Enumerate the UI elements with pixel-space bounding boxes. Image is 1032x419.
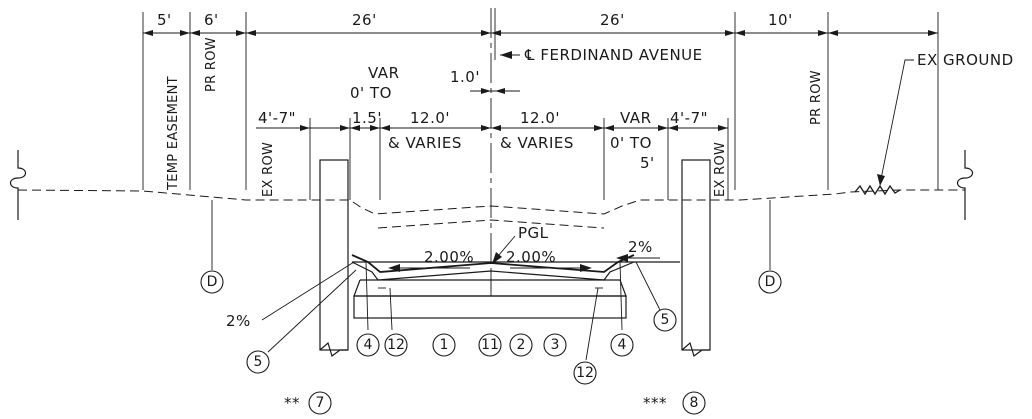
svg-text:5: 5 (254, 354, 263, 370)
dim-ticks (142, 12, 939, 190)
svg-text:3: 3 (551, 337, 560, 353)
var-left-label-1: VAR (368, 64, 400, 82)
wall-left (319, 159, 349, 351)
varies-right: & VARIES (500, 134, 574, 152)
dim-26ft-left: 26' (352, 11, 377, 29)
var-right-label-2: 5' (640, 154, 655, 172)
varies-left: & VARIES (388, 134, 462, 152)
bubble-7: 7 (308, 391, 332, 415)
dim-5ft: 5' (157, 11, 172, 29)
dim-10ft: 10' (768, 11, 793, 29)
ex-row-left-label: EX ROW (261, 142, 276, 197)
bubble-5-right: 5 (653, 308, 677, 332)
svg-text:D: D (765, 274, 776, 290)
top-dimension-string: 5' 6' 26' 26' 10' (142, 11, 939, 190)
dim-12ft-left: 12.0' (410, 109, 450, 127)
svg-text:4: 4 (618, 337, 627, 353)
bubble-5-left: 5 (246, 350, 270, 374)
dim-4ft7-right: 4'-7" (670, 109, 708, 127)
mid-dimension-string: 4'-7" 1.5' 12.0' 12.0' VAR 4'-7" (256, 109, 729, 200)
svg-text:4: 4 (364, 337, 373, 353)
svg-text:5: 5 (661, 312, 670, 328)
svg-text:8: 8 (690, 395, 699, 411)
offset-dimension: 1.0' (450, 68, 520, 94)
bubble-12-right: 12 (573, 361, 597, 385)
pr-row-right-label: PR ROW (809, 70, 824, 125)
break-lines (9, 150, 974, 220)
dim-12ft-right: 12.0' (520, 109, 560, 127)
ex-ground-label: EX GROUND (917, 51, 1014, 69)
existing-ground-line (17, 189, 965, 229)
ground-hatch (854, 184, 901, 196)
dim-4ft7-left: 4'-7" (258, 109, 296, 127)
leader-lines (261, 261, 661, 361)
bubble-d-left: D (200, 270, 224, 294)
centerline-label: ℄ FERDINAND AVENUE (524, 46, 703, 64)
dim-26ft-right: 26' (600, 11, 625, 29)
slope-right: 2.00% (506, 248, 556, 266)
dim-1ft: 1.0' (450, 68, 480, 86)
svg-text:1: 1 (440, 337, 449, 353)
svg-text:7: 7 (316, 395, 325, 411)
bubble-4-left: 4 (356, 333, 380, 357)
bubble-8: 8 (682, 391, 706, 415)
ex-ground-callout: EX GROUND (854, 51, 1014, 196)
svg-text:12: 12 (576, 365, 594, 381)
bubble-11: 11 (478, 333, 502, 357)
dim-arrowheads (143, 30, 938, 36)
svg-text:2: 2 (517, 337, 526, 353)
temp-easement-label: TEMP EASEMENT (166, 76, 181, 191)
pgl-label: PGL (518, 224, 549, 242)
stars-8: *** (643, 394, 667, 412)
var-right-label-1: 0' TO (610, 134, 652, 152)
bubble-12-left: 12 (384, 333, 408, 357)
pgl-callout: PGL (492, 224, 549, 264)
svg-text:D: D (207, 274, 218, 290)
dim-1-5ft: 1.5' (352, 109, 382, 127)
bubble-4-right: 4 (610, 333, 634, 357)
walls (319, 159, 711, 357)
ex-row-right-label: EX ROW (713, 142, 728, 197)
svg-text:12: 12 (387, 337, 405, 353)
centerline: ℄ FERDINAND AVENUE (490, 8, 703, 290)
pr-row-left-label: PR ROW (204, 37, 219, 92)
slope-edge-right: 2% (628, 238, 653, 256)
callout-bubbles: D D 4 12 1 11 2 3 (200, 270, 782, 415)
slope-labels: 2.00% 2.00% 2% 2% (226, 238, 660, 330)
slope-left: 2.00% (424, 248, 474, 266)
svg-text:11: 11 (481, 337, 499, 353)
subbase-layer (353, 279, 627, 297)
wall-right (681, 159, 711, 351)
bubble-1: 1 (432, 333, 456, 357)
var-left-label-2: 0' TO (350, 84, 392, 102)
bubble-2: 2 (509, 333, 533, 357)
base-layer (353, 295, 627, 319)
bubble-d-right: D (758, 270, 782, 294)
slope-edge-left: 2% (226, 312, 251, 330)
pavement-section (351, 254, 680, 319)
dim-var-right: VAR (620, 109, 652, 127)
bubble-3: 3 (543, 333, 567, 357)
dim-6ft: 6' (204, 11, 219, 29)
stars-7: ** (284, 394, 300, 412)
